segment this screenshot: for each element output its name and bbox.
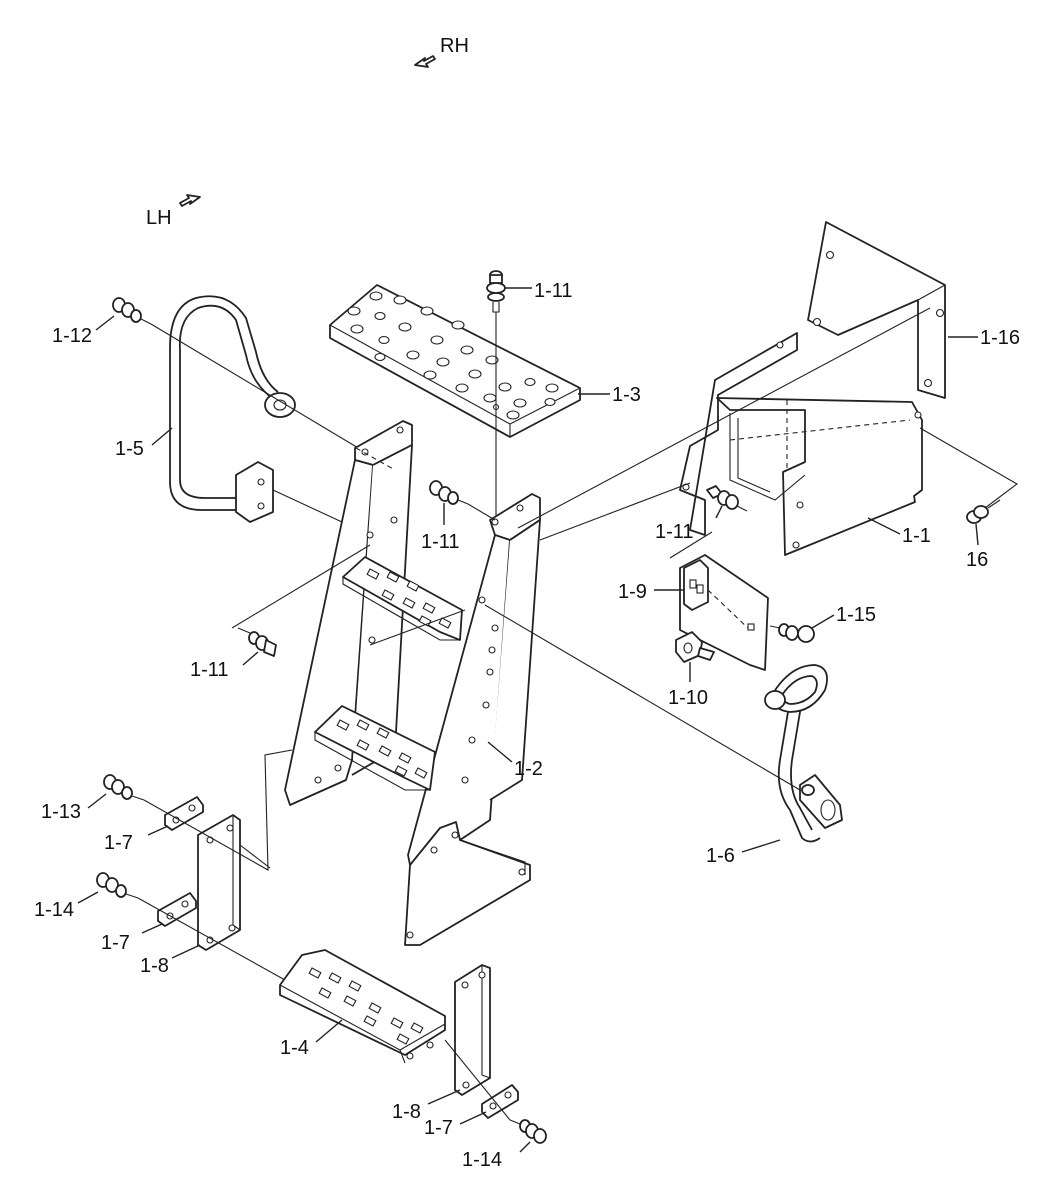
leader-1-14-right	[519, 1141, 531, 1153]
bolt-1-11-top	[486, 270, 506, 313]
assembly-line-1-11-connector	[669, 531, 713, 559]
bolt-1-14-right	[509, 1119, 547, 1144]
label-1-5: 1-5	[115, 438, 144, 460]
part-plate-1-7-middle	[157, 892, 197, 927]
bolt-1-13	[103, 774, 145, 801]
part-lower-step-1-4	[279, 949, 446, 1064]
assembly-line-rail-pin	[355, 447, 396, 471]
part-side-bar-1-8-left	[197, 814, 241, 951]
part-plate-1-7-lower	[481, 1084, 519, 1119]
leader-1-13	[87, 793, 107, 809]
leader-1-4	[315, 1019, 343, 1043]
label-1-10: 1-10	[668, 687, 708, 709]
label-1-16: 1-16	[980, 327, 1020, 349]
leader-1-15	[811, 614, 835, 629]
label-1-15: 1-15	[836, 604, 876, 626]
leader-1-2	[487, 741, 513, 763]
label-1-12: 1-12	[52, 325, 92, 347]
leader-1-11-lower	[242, 651, 259, 666]
bolt-16	[966, 499, 1001, 524]
bolt-1-14-left	[96, 872, 139, 899]
leader-1-7-lower	[459, 1111, 487, 1125]
label-1-14-left: 1-14	[34, 899, 74, 921]
label-1-11-bracket: 1-11	[655, 521, 694, 543]
label-1-4: 1-4	[280, 1037, 309, 1059]
bolt-1-11-middle	[429, 480, 469, 505]
assembly-line-lower-left-2	[137, 897, 286, 981]
part-side-bar-1-8-right	[454, 964, 491, 1096]
assembly-line-frame-to-grip	[484, 604, 801, 791]
assembly-line-lower-right-2	[239, 844, 271, 869]
label-1-2: 1-2	[514, 758, 543, 780]
leader-1-8-left	[171, 944, 201, 959]
label-1-6: 1-6	[706, 845, 735, 867]
assembly-line-1-12	[150, 323, 371, 456]
bolt-1-11-lower	[237, 627, 277, 657]
label-1-3: 1-3	[612, 384, 641, 406]
label-1-14-right: 1-14	[462, 1149, 502, 1171]
leader-1-11-bracket	[715, 505, 723, 519]
assembly-line-16	[919, 427, 1018, 509]
part-cover-1-16	[807, 221, 946, 399]
plate-holes	[347, 291, 559, 420]
bolt-1-12	[112, 297, 152, 325]
part-step-plate-1-3	[329, 284, 581, 438]
leader-1-5	[151, 427, 173, 446]
label-16: 16	[966, 549, 988, 571]
assembly-line-lower-right-1	[444, 1039, 511, 1121]
label-1-11-middle: 1-11	[421, 531, 460, 553]
assembly-line-frame-to-bracket	[539, 482, 691, 541]
leader-16	[975, 523, 979, 546]
label-1-7-upper: 1-7	[104, 832, 133, 854]
lh-direction-arrow	[179, 194, 201, 207]
part-handrail-1-5	[169, 295, 296, 523]
leader-1-6	[741, 839, 781, 853]
leader-1-8-right	[427, 1089, 461, 1105]
label-1-7-middle: 1-7	[101, 932, 130, 954]
assembly-line-1-11-middle	[467, 503, 496, 521]
rh-direction-arrow	[414, 55, 436, 68]
part-bracket-1-1	[679, 332, 923, 556]
label-1-11-lower: 1-11	[190, 659, 229, 681]
assembly-line-tread	[369, 609, 466, 646]
label-1-1: 1-1	[902, 525, 931, 547]
bolt-1-15	[769, 623, 815, 643]
part-ladder-frame-1-2	[284, 420, 541, 946]
part-plate-1-9	[679, 554, 769, 671]
lower-step-slots	[308, 967, 424, 1045]
leader-1-7-middle	[141, 923, 163, 934]
label-1-7-lower: 1-7	[424, 1117, 453, 1139]
lower-tread-slots	[336, 719, 428, 779]
part-plate-1-7-upper	[164, 796, 204, 831]
assembly-line-lower-left-1	[143, 749, 293, 871]
bolt-1-11-bracket	[706, 485, 748, 512]
label-1-8-left: 1-8	[140, 955, 169, 977]
label-1-8-right: 1-8	[392, 1101, 421, 1123]
assembly-line-1-11-lower	[231, 544, 371, 629]
leader-1-12	[95, 315, 115, 331]
label-1-13: 1-13	[41, 801, 81, 823]
part-latch-1-10	[675, 631, 715, 663]
part-grab-handle-1-6	[764, 664, 843, 843]
leader-1-14-left	[77, 891, 99, 904]
assembly-line-frame-to-cover	[517, 307, 931, 529]
leader-1-7-upper	[147, 825, 169, 836]
leader-1-1	[867, 517, 901, 535]
lh-label: LH	[146, 207, 172, 229]
label-1-9: 1-9	[618, 581, 647, 603]
rh-label: RH	[440, 35, 469, 57]
label-1-11-top: 1-11	[534, 280, 573, 302]
